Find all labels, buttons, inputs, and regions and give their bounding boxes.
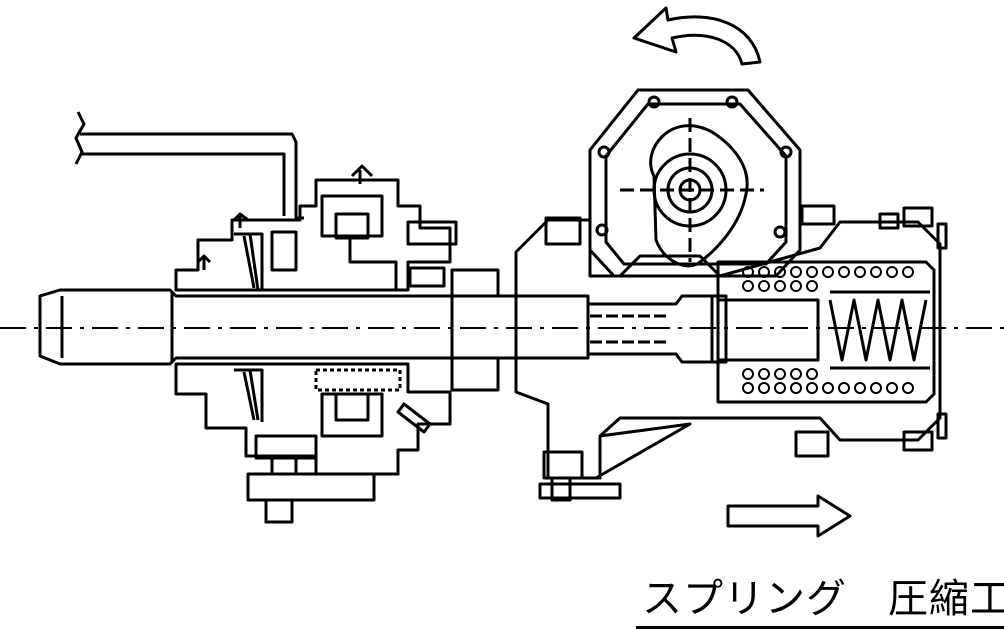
ball-bearing-row-bottom [743,369,913,393]
rotation-arrow-icon [634,8,760,64]
right-housing [516,220,940,478]
bottom-bearing-block [322,394,382,436]
top-bearing-block [322,196,382,236]
output-shaft [588,296,712,362]
left-bearing-housing [176,180,450,290]
spring-coil [830,300,926,360]
left-base-mount [248,474,374,500]
ball-bearing-row-top [743,267,913,291]
process-caption: スプリング 圧縮工程 [636,572,1004,629]
caption-text: スプリング 圧縮工程 [642,576,1004,622]
spring-cylinder [718,262,934,402]
cap-bolt [904,208,932,226]
cam-lobe [651,126,748,266]
grease-nipple-bottom [398,404,430,432]
gear-cover [590,90,800,276]
lever-arm [76,112,304,218]
grease-nipple-top [352,166,372,184]
coupling [452,270,588,390]
right-arrow-icon [728,496,850,536]
